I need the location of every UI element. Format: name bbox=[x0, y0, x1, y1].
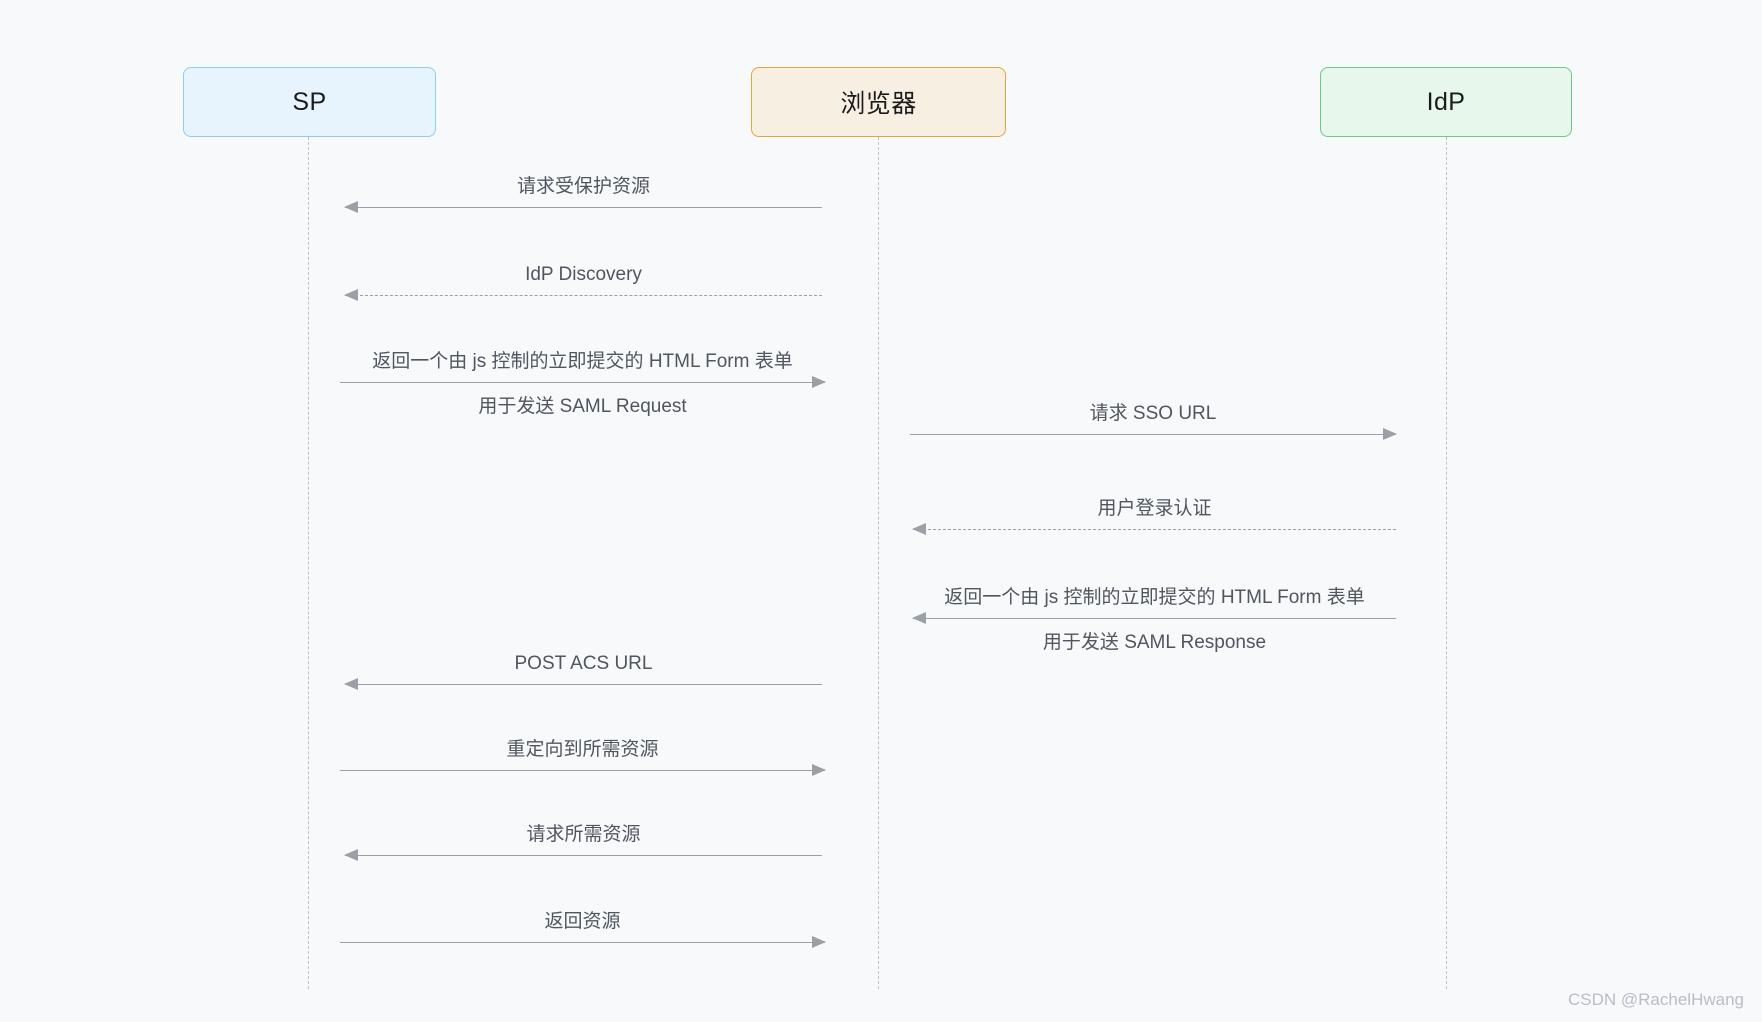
participant-idp-label: IdP bbox=[1426, 87, 1466, 116]
message-1-label: 请求受保护资源 bbox=[516, 176, 650, 197]
participant-sp-label: SP bbox=[292, 87, 327, 116]
message-9-line bbox=[345, 855, 822, 856]
message-3-label-above: 返回一个由 js 控制的立即提交的 HTML Form 表单 bbox=[372, 351, 793, 372]
message-8-arrowhead bbox=[812, 763, 826, 776]
message-8-label: 重定向到所需资源 bbox=[506, 739, 659, 760]
message-10-label: 返回资源 bbox=[544, 911, 621, 932]
message-7-line bbox=[345, 684, 822, 685]
lifeline-idp bbox=[1446, 137, 1447, 989]
message-7-arrowhead bbox=[344, 677, 358, 690]
message-1-arrowhead bbox=[344, 200, 358, 213]
message-6-label-below: 用于发送 SAML Response bbox=[1042, 632, 1267, 653]
message-2-line bbox=[345, 295, 822, 296]
message-9-arrowhead bbox=[344, 848, 358, 861]
message-2-arrowhead bbox=[344, 288, 358, 301]
participant-browser-label: 浏览器 bbox=[840, 90, 917, 118]
message-10-line bbox=[340, 942, 825, 943]
message-8-line bbox=[340, 770, 825, 771]
participant-browser: 浏览器 bbox=[751, 67, 1006, 137]
message-6-label-above: 返回一个由 js 控制的立即提交的 HTML Form 表单 bbox=[944, 587, 1365, 608]
message-7-label: POST ACS URL bbox=[514, 653, 653, 674]
message-5-label: 用户登录认证 bbox=[1097, 498, 1212, 519]
message-5-arrowhead bbox=[912, 522, 926, 535]
watermark: CSDN @RachelHwang bbox=[1568, 990, 1744, 1009]
message-3-line bbox=[340, 382, 825, 383]
message-3-arrowhead bbox=[812, 375, 826, 388]
message-3-label-below: 用于发送 SAML Request bbox=[478, 396, 687, 417]
lifeline-sp bbox=[308, 137, 309, 989]
message-4-arrowhead bbox=[1383, 427, 1397, 440]
message-1-line bbox=[345, 207, 822, 208]
lifeline-browser bbox=[878, 137, 879, 989]
message-5-line bbox=[913, 529, 1396, 530]
message-2-label: IdP Discovery bbox=[525, 264, 642, 285]
message-6-arrowhead bbox=[912, 611, 926, 624]
message-4-label: 请求 SSO URL bbox=[1089, 403, 1217, 424]
message-6-line bbox=[913, 618, 1396, 619]
message-9-label: 请求所需资源 bbox=[526, 824, 641, 845]
message-10-arrowhead bbox=[812, 935, 826, 948]
participant-idp: IdP bbox=[1320, 67, 1572, 137]
message-4-line bbox=[910, 434, 1396, 435]
participant-sp: SP bbox=[183, 67, 436, 137]
